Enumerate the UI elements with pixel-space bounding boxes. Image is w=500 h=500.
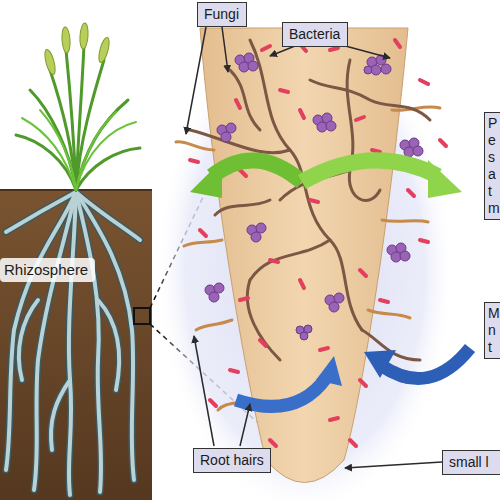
node-text: Bacteria — [289, 26, 341, 43]
node-text: Root hairs — [200, 452, 264, 469]
cropped-text-box: M n t — [484, 302, 500, 359]
cropped-text-box: P e s a t m — [484, 112, 500, 220]
rhizosphere-glow — [155, 25, 455, 500]
fungal-hyphae — [190, 40, 430, 360]
region-label: Rhizosphere — [0, 258, 95, 282]
leader-arrows — [186, 27, 442, 468]
node-text: small l — [449, 454, 494, 471]
cropped-text-box: small l — [442, 450, 500, 475]
label-box: Bacteria — [282, 22, 348, 47]
node-text: M n t — [488, 305, 499, 356]
soil — [0, 190, 152, 500]
exchange-arrows — [190, 160, 462, 198]
root-tip — [200, 28, 408, 483]
roots — [6, 192, 140, 495]
uptake-arrows — [236, 348, 470, 406]
bacteria-rods — [190, 40, 446, 446]
root-hairs — [176, 107, 440, 410]
label-box: Fungi — [197, 2, 247, 27]
node-text: Fungi — [204, 6, 240, 23]
node-text: P e s a t m — [488, 115, 499, 217]
plant — [16, 23, 140, 190]
purple-clusters — [205, 53, 423, 340]
node-text: Rhizosphere — [4, 261, 91, 279]
label-box: Root hairs — [193, 448, 271, 473]
